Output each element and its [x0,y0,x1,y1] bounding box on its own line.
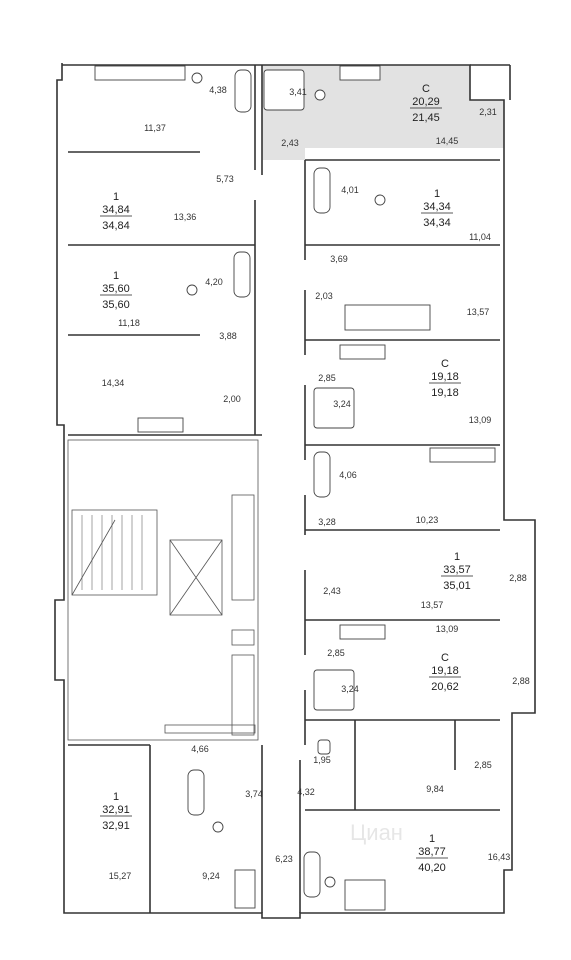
room-area: 15,27 [109,871,132,881]
room-area: 3,24 [341,684,359,694]
room-area: 2,31 [479,107,497,117]
room-area: 13,57 [421,600,444,610]
room-area: 13,36 [174,212,197,222]
outer-walls [54,63,536,919]
apartment-label-7[interactable]: С 19,18 20,62 [429,652,461,693]
apartment-type: С [441,358,449,370]
room-area: 3,74 [245,789,263,799]
highlighted-apartment[interactable] [262,65,504,160]
room-area: 9,24 [202,871,220,881]
room-area: 4,06 [339,470,357,480]
apartment-living-area: 32,91 [102,804,130,816]
room-area: 10,23 [416,515,439,525]
apartment-total-area: 34,34 [423,217,451,229]
room-area: 4,66 [191,744,209,754]
apartment-living-area: 38,77 [418,846,446,858]
room-area: 3,28 [318,517,336,527]
apartment-living-area: 35,60 [102,283,130,295]
apartment-total-area: 21,45 [412,112,440,124]
apartment-total-area: 40,20 [418,862,446,874]
room-area: 13,09 [469,415,492,425]
apartment-label-1[interactable]: С 20,29 21,45 [410,83,442,124]
apartment-label-3[interactable]: 1 34,34 34,34 [421,188,453,229]
room-area: 3,69 [330,254,348,264]
room-area: 13,57 [467,307,490,317]
room-area: 11,37 [144,123,166,133]
apartment-total-area: 35,60 [102,299,130,311]
room-area: 3,41 [289,87,307,97]
room-area: 2,00 [223,394,241,404]
apartment-type: 1 [113,270,119,282]
room-area: 3,88 [219,331,237,341]
room-area: 3,24 [333,399,351,409]
apartment-type: 1 [454,551,460,563]
apartment-total-area: 32,91 [102,820,130,832]
apartment-total-area: 35,01 [443,580,471,592]
room-area: 13,09 [436,624,459,634]
room-area: 2,88 [512,676,530,686]
apartment-type: С [422,83,430,95]
apartment-living-area: 20,29 [412,96,440,108]
kitchen-counters [94,65,496,911]
bathroom-fixtures [186,69,386,898]
room-area: 11,04 [469,232,491,242]
apartment-label-6[interactable]: 1 33,57 35,01 [441,551,473,592]
apartment-living-area: 34,34 [423,201,451,213]
room-area: 14,34 [102,378,125,388]
room-area: 2,03 [315,291,333,301]
room-area: 4,38 [209,85,227,95]
room-area: 9,84 [426,784,444,794]
apartment-total-area: 19,18 [431,387,459,399]
room-area: 4,32 [297,787,315,797]
room-area-labels: 4,38 3,41 2,31 11,37 2,43 14,45 5,73 4,0… [102,85,530,881]
room-area: 11,18 [118,318,140,328]
apartment-living-area: 33,57 [443,564,471,576]
room-area: 1,95 [313,755,331,765]
apartment-living-area: 34,84 [102,204,130,216]
apartment-label-2[interactable]: 1 34,84 34,84 [100,191,132,232]
apartment-type: С [441,652,449,664]
apartment-type: 1 [113,791,119,803]
apartment-type: 1 [434,188,440,200]
apartment-total-area: 34,84 [102,220,130,232]
watermark: Циан [350,820,403,845]
room-area: 4,01 [341,185,359,195]
room-area: 16,43 [488,852,511,862]
apartment-type: 1 [113,191,119,203]
room-area: 2,85 [327,648,345,658]
room-area: 14,45 [436,136,459,146]
apartment-type: 1 [429,833,435,845]
room-area: 6,23 [275,854,293,864]
room-area: 2,43 [281,138,299,148]
apartment-label-9[interactable]: 1 38,77 40,20 [416,833,448,874]
interior-walls [68,65,500,913]
room-area: 2,85 [474,760,492,770]
apartment-label-4[interactable]: 1 35,60 35,60 [100,270,132,311]
room-area: 2,85 [318,373,336,383]
apartment-living-area: 19,18 [431,371,459,383]
room-area: 4,20 [205,277,223,287]
apartment-label-8[interactable]: 1 32,91 32,91 [100,791,132,832]
stair-elevator-core [67,439,259,741]
room-area: 2,43 [323,586,341,596]
apartment-label-5[interactable]: С 19,18 19,18 [429,358,461,399]
room-area: 5,73 [216,174,234,184]
apartment-total-area: 20,62 [431,681,459,693]
room-area: 2,88 [509,573,527,583]
apartment-living-area: 19,18 [431,665,459,677]
